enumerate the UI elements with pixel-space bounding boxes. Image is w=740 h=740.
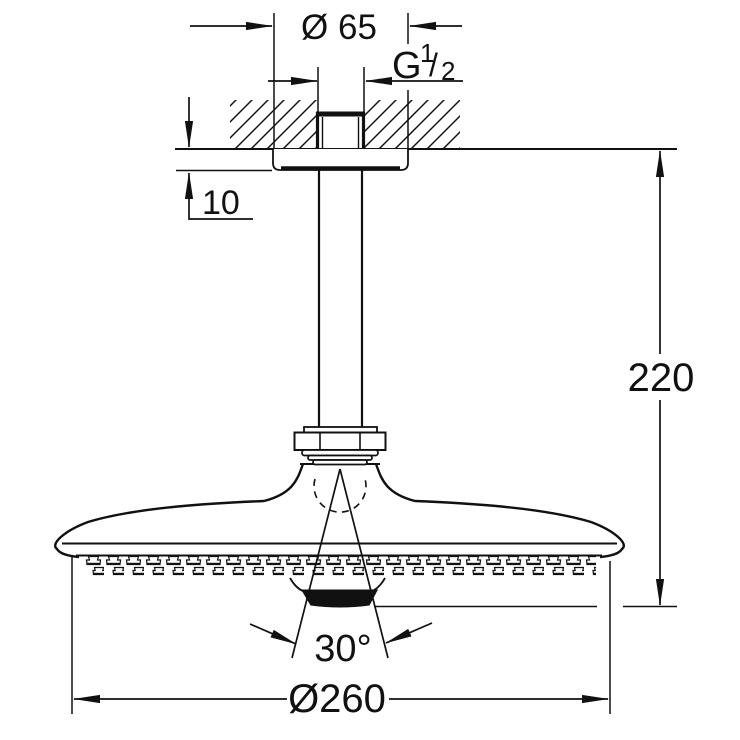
shower-head-body	[54, 459, 625, 578]
shower-arm-pipe	[317, 170, 364, 427]
dim-installation-height: 220	[374, 150, 695, 608]
spray-cone-lines	[291, 468, 389, 659]
dim-label-thread-numerator: 1	[420, 38, 434, 68]
dim-label-installation-height: 220	[628, 356, 695, 400]
escutcheon-plate	[272, 149, 409, 171]
dim-thread-size: G 1 / 2	[268, 38, 463, 113]
dim-label-thread-g: G	[392, 45, 422, 87]
dim-label-thread-denominator: 2	[441, 56, 455, 86]
dome-collar	[312, 459, 368, 466]
nozzle-band	[84, 556, 596, 578]
dim-label-escutcheon-diameter: Ø 65	[301, 8, 377, 47]
dim-label-head-diameter: Ø260	[288, 677, 386, 721]
dim-label-thread-slash: /	[429, 47, 438, 83]
dim-escutcheon-diameter: Ø 65	[190, 8, 462, 148]
connection-nut	[293, 426, 387, 461]
ball-joint-dashed-circle	[313, 478, 367, 513]
dim-label-escutcheon-depth: 10	[202, 184, 240, 222]
dim-head-diameter: Ø260	[71, 557, 611, 721]
thread-connector	[315, 111, 366, 149]
central-spray-nozzle	[289, 577, 386, 608]
dim-label-spray-angle: 30°	[314, 628, 371, 670]
hatch-right	[364, 100, 460, 149]
dim-escutcheon-depth: 10	[184, 97, 253, 222]
dome-outline-left	[54, 463, 305, 559]
ceiling-hatch-section	[230, 100, 460, 149]
dim-spray-angle: 30°	[249, 622, 433, 670]
dome-outline-right	[374, 463, 625, 559]
